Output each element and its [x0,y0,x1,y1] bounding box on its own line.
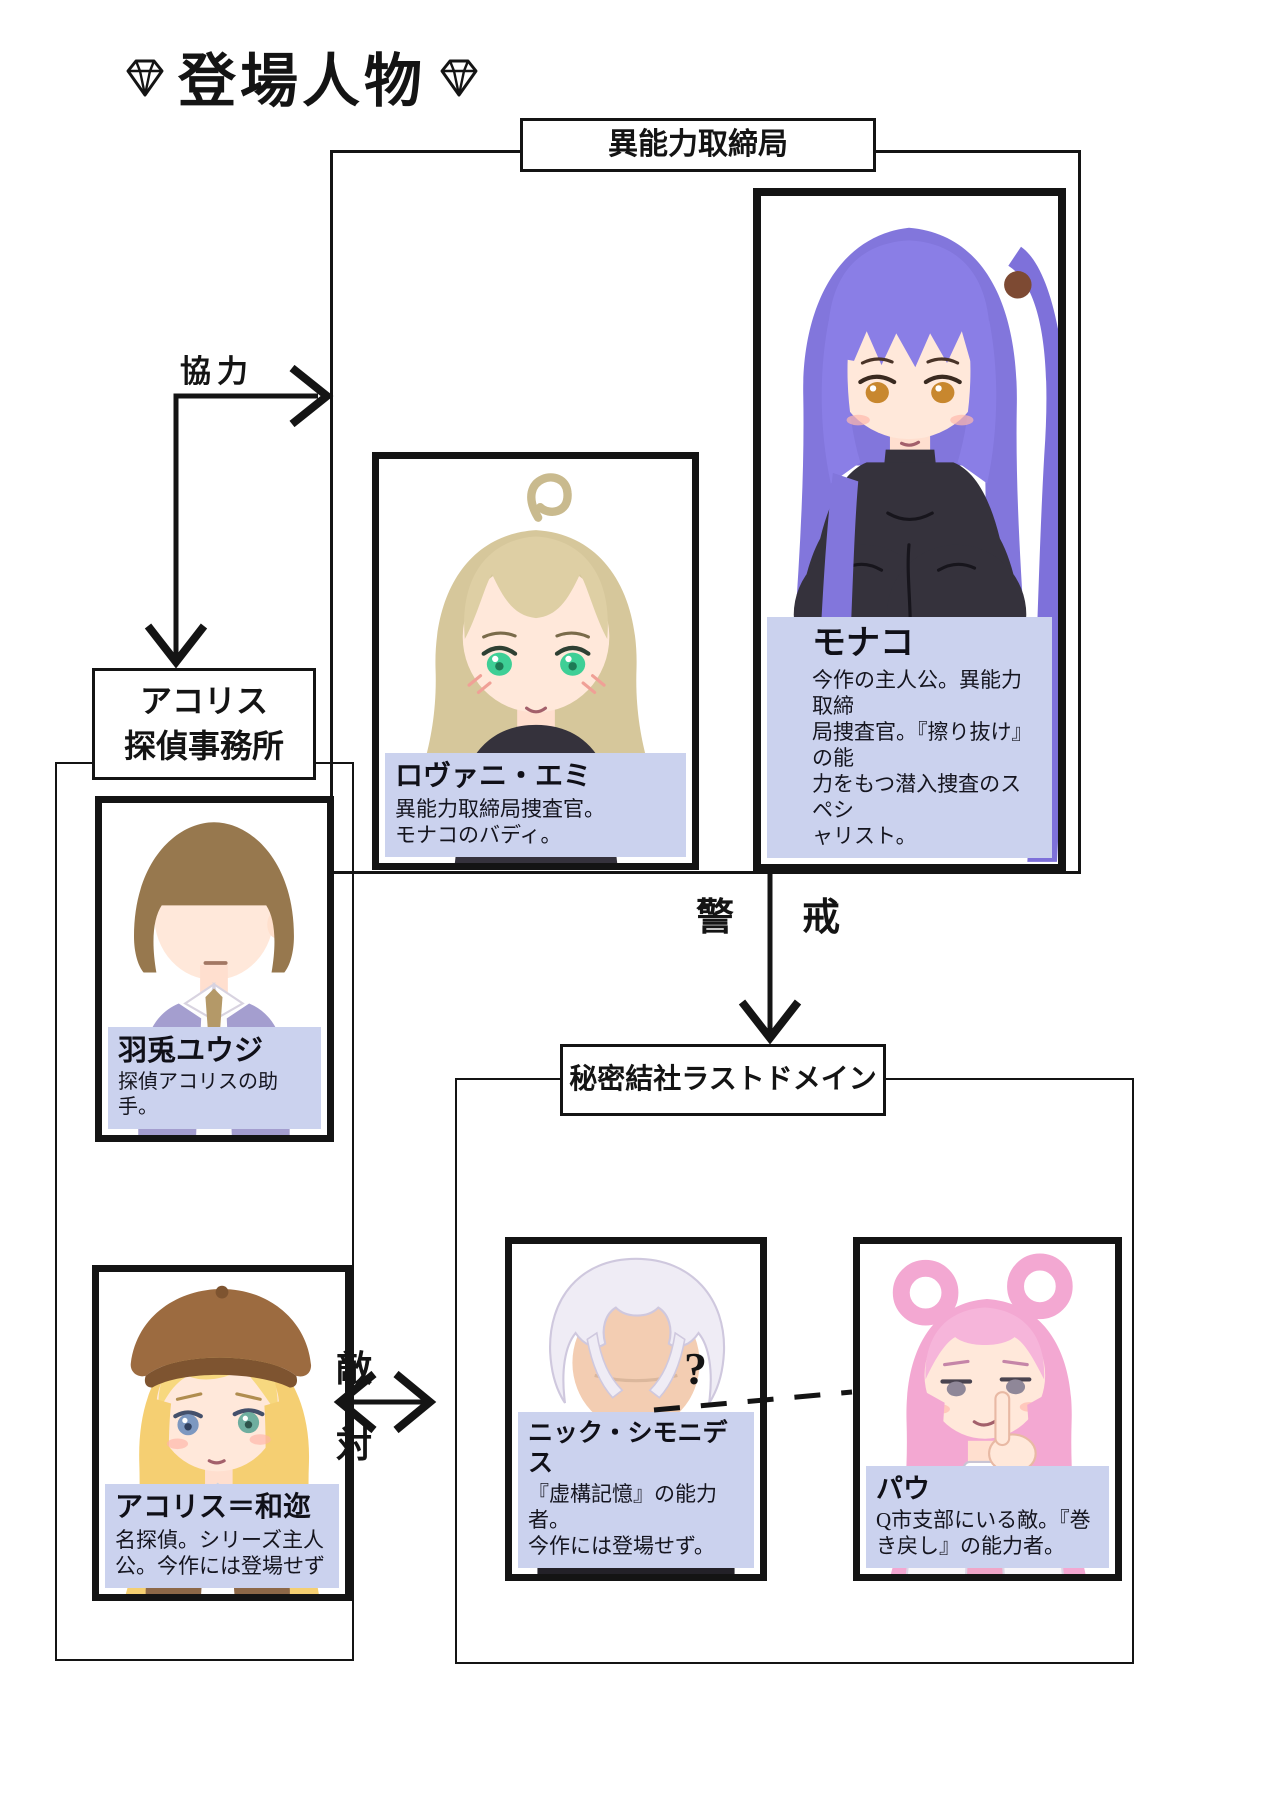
character-card-rovani: ロヴァニ・エミ 異能力取締局捜査官。 モナコのバディ。 [372,452,699,870]
relation-label-cooperate: 協力 [180,354,254,389]
cooperate-arrowhead-down [144,623,208,669]
relation-label-unknown: ? [684,1343,707,1394]
character-name: ロヴァニ・エミ [395,761,592,793]
character-name: モナコ [812,624,914,662]
character-name: ニック・シモニデス [528,1419,728,1477]
character-plate: アコリス＝和迩 名探偵。シリーズ主人 公。今作には登場せず [105,1484,339,1588]
character-plate: 羽兎ユウジ 探偵アコリスの助手。 [108,1026,321,1129]
diamond-icon [440,59,478,97]
group-label-bureau: 異能力取締局 [520,118,876,172]
character-plate: ニック・シモニデス 『虚構記憶』の能力者。 今作には登場せず。 [518,1411,754,1568]
page-title: 登場人物 [122,34,482,118]
character-desc: Q市支部にいる敵。『巻 き戻し』の能力者。 [876,1507,1091,1558]
caution-arrowhead-down [738,999,802,1045]
character-desc: 探偵アコリスの助手。 [118,1071,278,1119]
character-name: パウ [876,1473,930,1504]
character-card-monaco: モナコ 今作の主人公。異能力取締 局捜査官。『擦り抜け』の能 力をもつ潜入捜査の… [753,188,1066,872]
character-card-acorise: アコリス＝和迩 名探偵。シリーズ主人 公。今作には登場せず [92,1265,352,1601]
page-title-text: 登場人物 [178,47,427,115]
cooperate-arrowhead-right [289,364,334,428]
character-name: 羽兎ユウジ [118,1034,264,1067]
character-card-nick: ニック・シモニデス 『虚構記憶』の能力者。 今作には登場せず。 [505,1237,767,1581]
diamond-icon [126,59,164,97]
relation-label-caution-right: 戒 [802,897,841,939]
character-plate: ロヴァニ・エミ 異能力取締局捜査官。 モナコのバディ。 [385,753,686,857]
relation-label-hostile-top: 敵 [336,1349,373,1389]
character-name: アコリス＝和迩 [115,1492,312,1524]
cooperate-arrow-line [173,393,318,656]
character-plate: モナコ 今作の主人公。異能力取締 局捜査官。『擦り抜け』の能 力をもつ潜入捜査の… [767,616,1052,858]
character-desc: 名探偵。シリーズ主人 公。今作には登場せず [115,1527,325,1578]
group-label-detective-agency: アコリス 探偵事務所 [92,668,316,780]
character-card-pau: パウ Q市支部にいる敵。『巻 き戻し』の能力者。 [853,1237,1122,1581]
relation-label-hostile-bottom: 対 [336,1425,373,1465]
hostile-arrowhead-right [393,1370,437,1434]
character-desc: 今作の主人公。異能力取締 局捜査官。『擦り抜け』の能 力をもつ潜入捜査のスペシ … [812,667,1033,848]
character-desc: 『虚構記憶』の能力者。 今作には登場せず。 [528,1481,717,1558]
character-card-hato: 羽兎ユウジ 探偵アコリスの助手。 [95,796,334,1142]
character-desc: 異能力取締局捜査官。 モナコのバディ。 [395,796,605,847]
relation-label-caution-left: 警 [696,897,735,939]
character-plate: パウ Q市支部にいる敵。『巻 き戻し』の能力者。 [866,1465,1109,1568]
group-label-last-domain: 秘密結社ラストドメイン [560,1044,886,1116]
